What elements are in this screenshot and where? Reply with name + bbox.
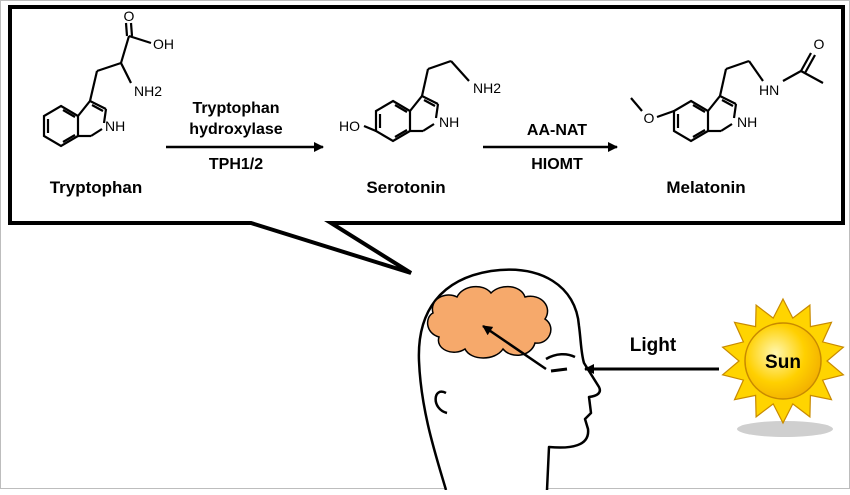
tryptophan-o-label: O	[124, 8, 135, 24]
melatonin-name: Melatonin	[666, 178, 745, 197]
eye-icon	[550, 367, 568, 373]
enzyme2-line2: HIOMT	[531, 156, 583, 173]
enzyme2-line1: AA-NAT	[527, 122, 587, 139]
enzyme1-line2: hydroxylase	[189, 121, 282, 138]
enzyme1-line3: TPH1/2	[209, 156, 263, 173]
tryptophan-name: Tryptophan	[50, 178, 143, 197]
tryptophan-nh-label: NH	[105, 118, 125, 134]
eye-to-brain-arrow	[482, 324, 547, 371]
melatonin-structure	[630, 52, 824, 143]
sun-icon	[744, 322, 822, 400]
eyebrow-icon	[545, 353, 576, 361]
melatonin-o-carbonyl-label: O	[814, 36, 825, 52]
melatonin-hn-label: HN	[759, 82, 779, 98]
tryptophan-nh2-label: NH2	[134, 83, 162, 99]
melatonin-o-methoxy-label: O	[644, 110, 655, 126]
sun-shadow	[737, 421, 833, 437]
speech-bubble	[8, 5, 845, 275]
ear-icon	[434, 390, 448, 415]
sun-label: Sun	[765, 352, 801, 373]
tryptophan-structure	[42, 22, 152, 148]
brain-icon	[426, 285, 552, 359]
serotonin-structure	[363, 59, 470, 143]
tryptophan-oh-label: OH	[153, 36, 174, 52]
serotonin-ho-label: HO	[339, 118, 360, 134]
serotonin-nh-label: NH	[439, 114, 459, 130]
serotonin-nh2-label: NH2	[473, 80, 501, 96]
light-label: Light	[630, 335, 677, 356]
enzyme1-line1: Tryptophan	[192, 100, 279, 117]
serotonin-name: Serotonin	[366, 178, 445, 197]
melatonin-nh-label: NH	[737, 114, 757, 130]
